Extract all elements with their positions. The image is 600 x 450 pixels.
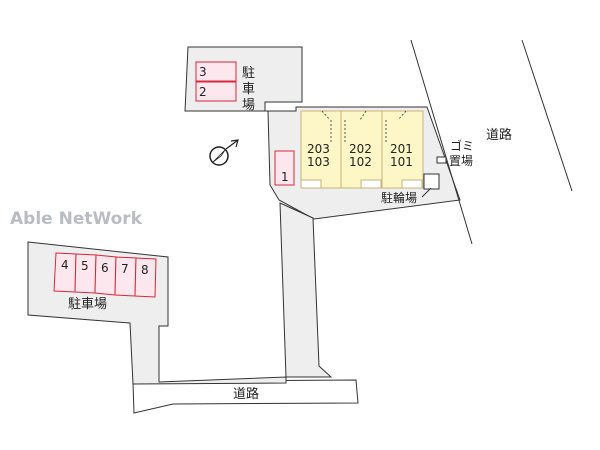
label-char: 駐 [242, 66, 255, 81]
garbage-label: 置場 [449, 154, 473, 168]
parking-space [134, 257, 157, 298]
parking-number: 6 [101, 261, 109, 275]
bicycle-parking-label: 駐輪場 [381, 190, 417, 205]
parking-space [274, 150, 295, 186]
unit-number: 202 [349, 142, 372, 156]
unit-number: 103 [307, 155, 330, 169]
parking-label-left: 駐車場 [68, 297, 107, 312]
label-char: 場 [242, 98, 255, 113]
parking-number: 3 [199, 65, 207, 79]
bicycle-parking-area [423, 173, 440, 190]
watermark: Able NetWork [10, 209, 143, 229]
unit-number: 201 [390, 142, 413, 156]
parking-number: 5 [81, 259, 89, 273]
parking-space [195, 81, 237, 102]
unit-number: 102 [349, 155, 372, 169]
road-edge-left [410, 39, 473, 245]
parking-number: 4 [61, 258, 69, 272]
label-char: 車 [242, 82, 255, 97]
unit-number: 203 [307, 142, 330, 156]
parking-number: 2 [199, 85, 207, 99]
garbage-label: ゴミ [450, 138, 474, 153]
building: 203 103 202 102 201 101 [300, 110, 424, 189]
parking-left: 4 5 6 7 8 [53, 252, 157, 298]
road-label-right: 道路 [486, 127, 512, 143]
parking-number: 7 [121, 262, 129, 276]
parking-space [195, 61, 237, 82]
access-lane [279, 202, 333, 378]
parking-top: 3 2 [195, 61, 237, 102]
parking-label-top: 駐 車 場 [242, 66, 255, 113]
north-arrow-icon [209, 139, 239, 166]
garbage-box [436, 156, 447, 164]
bicycle-pointer [421, 187, 432, 198]
road-edge-right [521, 39, 573, 192]
road-label-bottom: 道路 [233, 386, 259, 402]
unit-number: 101 [390, 155, 413, 169]
parking-number: 8 [141, 263, 149, 277]
parking-number: 1 [281, 170, 289, 184]
